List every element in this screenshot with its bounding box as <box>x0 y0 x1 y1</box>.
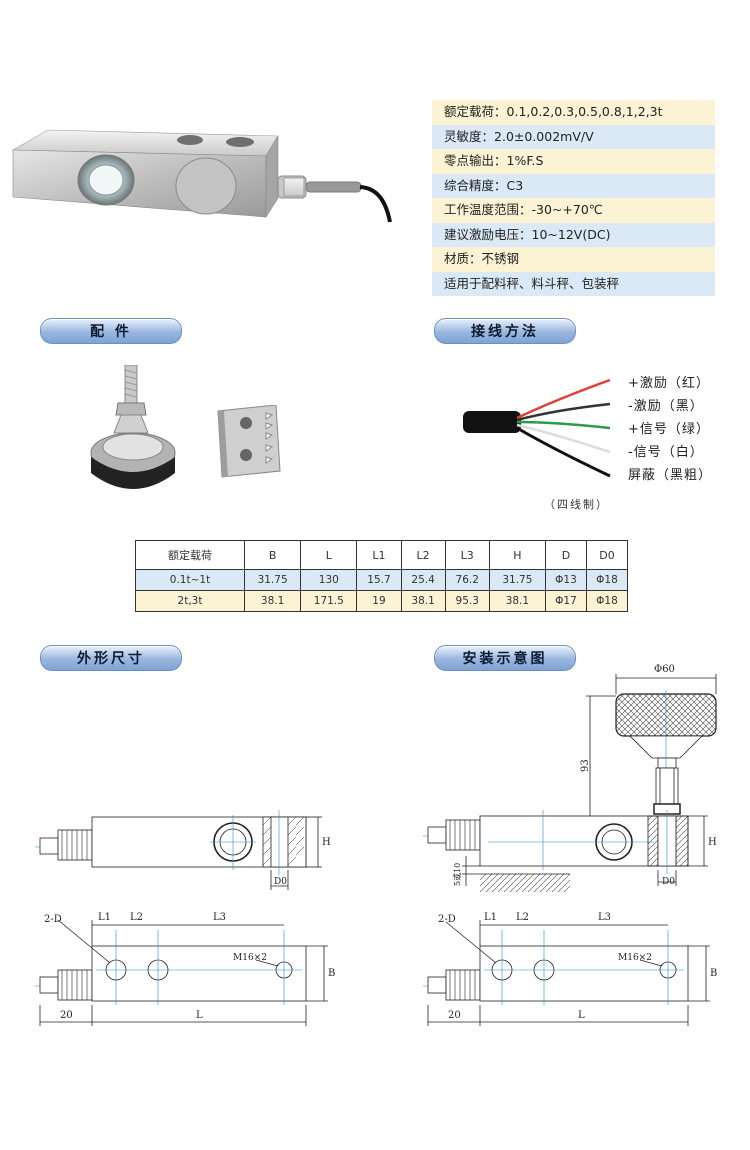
table-cell: 2t,3t <box>135 590 245 612</box>
foot-mount-photo <box>90 365 176 489</box>
table-cell: 38.1 <box>488 590 546 612</box>
table-cell: Φ18 <box>585 569 629 591</box>
table-header: L2 <box>400 540 446 570</box>
label-l: L <box>578 1010 585 1021</box>
table-cell: 0.1t~1t <box>135 569 245 591</box>
wire-label-signal-plus: +信号（绿） <box>628 422 710 437</box>
label-d0: D0 <box>662 877 675 887</box>
label-h: H <box>708 837 717 848</box>
spec-list: 额定载荷：0.1,0.2,0.3,0.5,0.8,1,2,3t 灵敏度：2.0±… <box>432 100 715 296</box>
label-d0: D0 <box>274 877 287 887</box>
label-l2: L2 <box>130 912 143 923</box>
table-header: H <box>488 540 546 570</box>
section-title-wiring: 接线方法 <box>434 318 576 344</box>
table-cell: 38.1 <box>400 590 446 612</box>
table-cell: 38.1 <box>243 590 302 612</box>
spec-row-excitation: 建议激励电压：10~12V(DC) <box>432 222 715 247</box>
table-header: L1 <box>356 540 402 570</box>
label-b: B <box>328 968 335 979</box>
label-l2: L2 <box>516 912 529 923</box>
table-cell: Φ13 <box>544 569 587 591</box>
wiring-caption: （四线制） <box>544 498 609 511</box>
section-title-installation: 安装示意图 <box>434 645 576 671</box>
label-93: 93 <box>580 759 591 772</box>
label-m16: M16×2 <box>618 953 652 963</box>
table-header: D <box>544 540 587 570</box>
table-cell: 130 <box>300 569 358 591</box>
load-cell-photo <box>11 129 392 223</box>
table-row: 0.1t~1t 31.75 130 15.7 25.4 76.2 31.75 Φ… <box>135 569 629 591</box>
outline-drawing: H D0 2-D L1 L2 L3 M16×2 B 20 L <box>35 810 335 1026</box>
spec-row-material: 材质：不锈钢 <box>432 247 715 272</box>
wire-label-excitation-plus: +激励（红） <box>628 376 710 391</box>
table-cell: 171.5 <box>300 590 358 612</box>
label-phi60: Φ60 <box>654 664 675 675</box>
spec-row-application: 适用于配料秤、料斗秤、包装秤 <box>432 271 715 296</box>
table-row: 2t,3t 38.1 171.5 19 38.1 95.3 38.1 Φ17 Φ… <box>135 590 629 612</box>
spec-row-accuracy: 综合精度：C3 <box>432 173 715 198</box>
spec-row-zero-output: 零点输出：1%F.S <box>432 149 715 174</box>
label-l3: L3 <box>598 912 611 923</box>
table-cell: 31.75 <box>243 569 302 591</box>
label-l3: L3 <box>213 912 226 923</box>
table-cell: 76.2 <box>444 569 490 591</box>
label-m16: M16×2 <box>233 953 267 963</box>
table-cell: 95.3 <box>444 590 490 612</box>
spec-row-temperature: 工作温度范围：-30~+70℃ <box>432 198 715 223</box>
installation-drawing: Φ60 93 H D0 5或10 2-D L1 L2 L3 M16×2 B 20… <box>423 664 717 1026</box>
table-header: L <box>300 540 358 570</box>
table-header: D0 <box>585 540 629 570</box>
label-l1: L1 <box>98 912 111 923</box>
table-cell: 15.7 <box>356 569 402 591</box>
spec-row-rated-load: 额定载荷：0.1,0.2,0.3,0.5,0.8,1,2,3t <box>432 100 715 125</box>
label-l: L <box>196 1010 203 1021</box>
dimension-table: 额定载荷 B L L1 L2 L3 H D D0 0.1t~1t 31.75 1… <box>135 540 629 612</box>
label-2d: 2-D <box>44 914 62 925</box>
spec-row-sensitivity: 灵敏度：2.0±0.002mV/V <box>432 124 715 149</box>
table-cell: 19 <box>356 590 402 612</box>
label-20: 20 <box>448 1010 461 1021</box>
table-header: L3 <box>444 540 490 570</box>
wiring-diagram <box>463 378 611 478</box>
wire-label-excitation-minus: -激励（黑） <box>628 399 704 414</box>
section-title-accessories: 配 件 <box>40 318 182 344</box>
wire-label-shield: 屏蔽（黑粗） <box>628 468 713 483</box>
table-cell: 25.4 <box>400 569 446 591</box>
table-cell: Φ17 <box>544 590 587 612</box>
table-cell: Φ18 <box>585 590 629 612</box>
label-2d: 2-D <box>438 914 456 925</box>
table-header: 额定载荷 <box>135 540 245 570</box>
table-cell: 31.75 <box>488 569 546 591</box>
label-l1: L1 <box>484 912 497 923</box>
clamp-plate-photo <box>217 405 281 478</box>
table-header-row: 额定载荷 B L L1 L2 L3 H D D0 <box>135 540 629 570</box>
label-b: B <box>710 968 717 979</box>
section-title-dimensions: 外形尺寸 <box>40 645 182 671</box>
wire-label-signal-minus: -信号（白） <box>628 445 704 460</box>
label-5-or-10: 5或10 <box>452 863 462 886</box>
label-20: 20 <box>60 1010 73 1021</box>
table-header: B <box>243 540 302 570</box>
label-h: H <box>322 837 331 848</box>
